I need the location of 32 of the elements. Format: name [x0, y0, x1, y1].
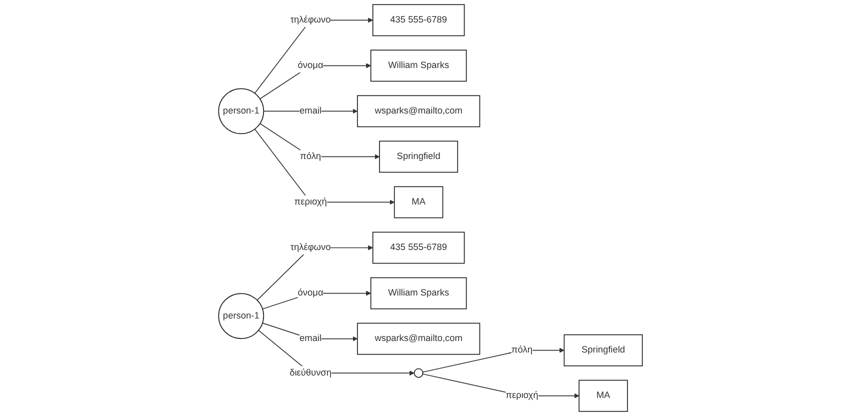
edge-label: όνομα	[298, 288, 324, 298]
node-box	[578, 380, 628, 412]
node-circle	[414, 368, 424, 378]
edge-label: διεύθυνση	[290, 368, 332, 378]
node-box	[370, 50, 467, 82]
edge-label: τηλέφωνο	[290, 242, 331, 252]
edge-label: περιοχή	[506, 390, 538, 400]
arrow	[254, 18, 374, 94]
node-box	[372, 4, 465, 36]
node-box	[379, 140, 458, 173]
node-box	[564, 334, 643, 366]
edge-label: πόλη	[511, 345, 533, 355]
edge-label: τηλέφωνο	[290, 14, 331, 25]
arrow	[262, 322, 358, 342]
node-circle	[218, 293, 264, 339]
node-box	[372, 232, 465, 264]
node-box	[357, 95, 480, 128]
node-box	[370, 277, 467, 310]
arrow	[422, 348, 564, 373]
edge-label: περιοχή	[294, 197, 327, 207]
node-box	[394, 186, 444, 218]
edge-label: email	[300, 106, 322, 116]
arrow	[254, 128, 395, 205]
edge-label: email	[300, 334, 322, 344]
node-circle	[218, 88, 264, 134]
arrow	[258, 330, 415, 376]
edge-label: πόλη	[300, 152, 322, 162]
arrow	[260, 123, 380, 160]
graph-diagram: τηλέφωνο όνομα email πόλη περιοχή τηλέφωνο όνομα email διεύθυνση πόλη περιοχή person-1 435 555-6789 William Sparks wsparks@mailto,com Springfield MA person-1 435 555-6789 William Sparks wsparks@mailto,com Springfield MA	[214, 0, 647, 416]
arrow	[256, 245, 374, 301]
node-box	[357, 322, 480, 355]
edge-label: όνομα	[298, 60, 324, 70]
